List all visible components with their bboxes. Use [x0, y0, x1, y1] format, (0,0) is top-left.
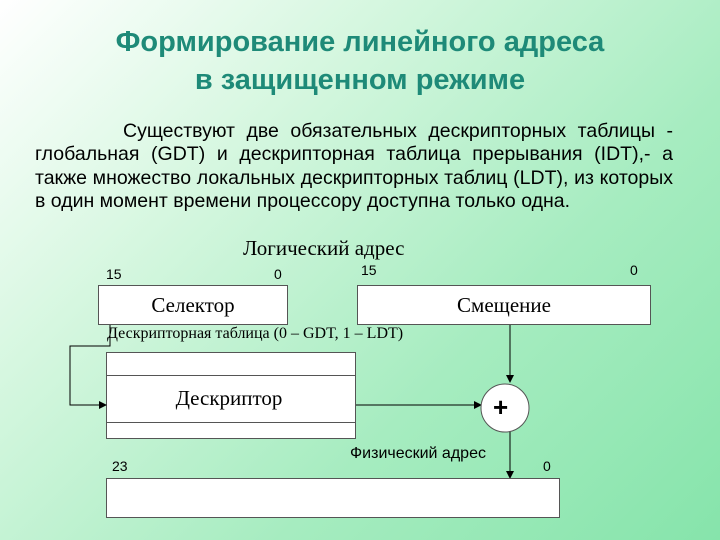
page-title: Формирование линейного адреса	[115, 26, 605, 58]
selector-bit-high: 15	[106, 266, 122, 282]
descriptor-table: Дескриптор	[106, 352, 356, 439]
selector-label: Селектор	[151, 293, 235, 317]
offset-bit-low: 0	[630, 262, 638, 278]
descriptor-table-row-divider	[107, 422, 355, 423]
page-subtitle: в защищенном режиме	[194, 64, 526, 96]
offset-label: Смещение	[457, 293, 551, 317]
physical-bit-low: 0	[543, 458, 551, 474]
descriptor-label: Дескриптор	[175, 386, 283, 410]
physical-address-box	[106, 478, 560, 518]
adder-circle	[480, 383, 530, 433]
offset-bit-high: 15	[361, 262, 377, 278]
selector-box: Селектор	[98, 285, 288, 325]
offset-box: Смещение	[357, 285, 651, 325]
description-paragraph: Существуют две обязательных дескрипторны…	[35, 120, 673, 213]
physical-address-label: Физический адрес	[350, 445, 486, 462]
descriptor-table-row-divider	[107, 375, 355, 376]
physical-bit-high: 23	[112, 458, 128, 474]
selector-bit-low: 0	[274, 266, 282, 282]
adder-symbol: +	[493, 392, 509, 422]
descriptor-table-label: Дескрипторная таблица (0 – GDT, 1 – LDT)	[107, 325, 404, 342]
selector-to-table-arrow	[69, 325, 111, 409]
logical-address-label: Логический адрес	[243, 236, 405, 260]
